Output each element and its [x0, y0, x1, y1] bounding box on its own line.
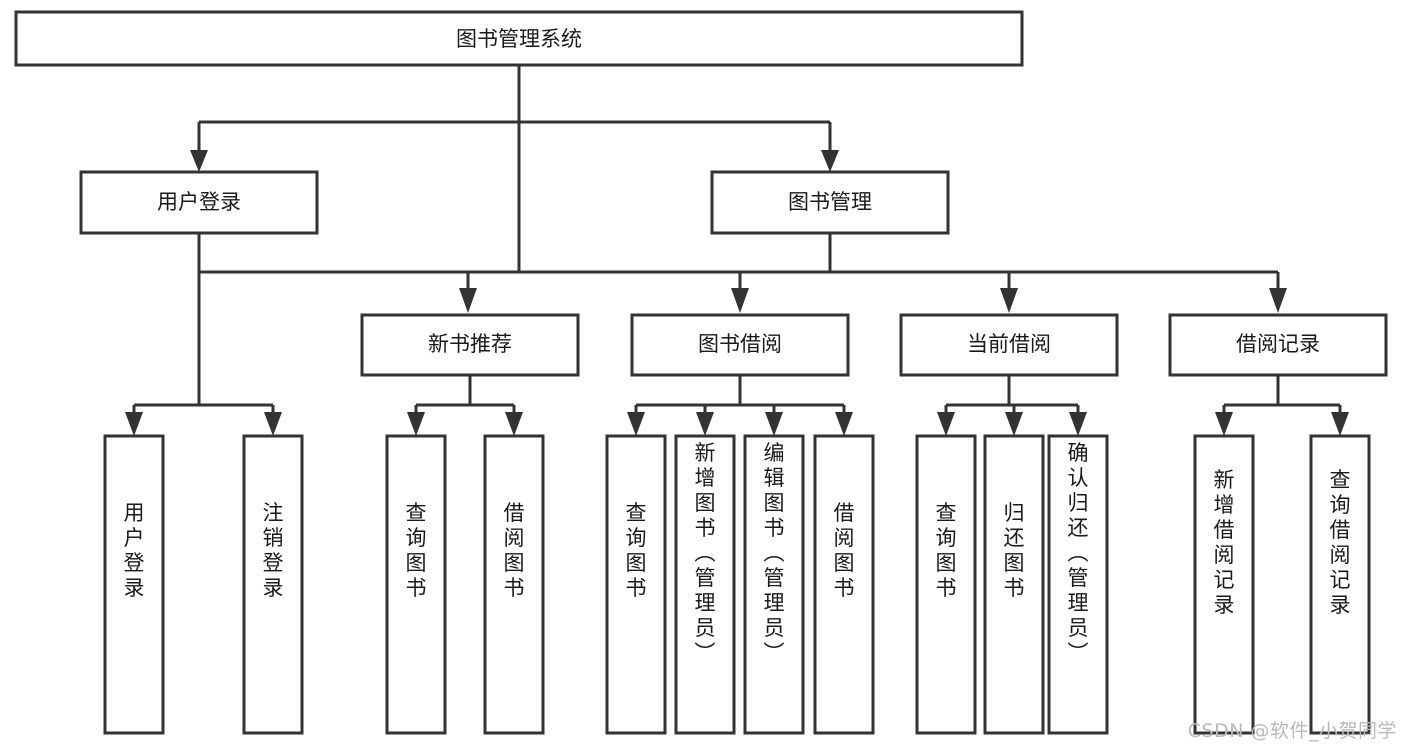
node-leaf-query-record-label: 查询借阅记录: [1330, 468, 1351, 617]
node-newbook[interactable]: 新书推荐: [360, 313, 580, 377]
node-leaf-borrow-book-1-box[interactable]: [483, 434, 545, 735]
arrowhead-leaf-add-book: [696, 412, 714, 436]
arrowhead-leaf-query-book-1: [407, 412, 425, 436]
node-newbook-box[interactable]: [360, 313, 580, 377]
node-root[interactable]: 图书管理系统: [14, 10, 1024, 67]
arrowhead-login: [190, 150, 208, 172]
node-borrow-box[interactable]: [630, 313, 850, 377]
arrowhead-leaf-add-record: [1215, 412, 1233, 436]
node-leaf-user-login-box[interactable]: [103, 434, 165, 735]
node-leaf-add-book[interactable]: 新增图书︵管理员︶: [674, 434, 736, 735]
arrowhead-current: [1000, 288, 1018, 313]
node-leaf-query-record[interactable]: 查询借阅记录: [1309, 434, 1371, 735]
node-leaf-add-record-box[interactable]: [1193, 434, 1255, 735]
node-bookmgmt[interactable]: 图书管理: [710, 170, 950, 235]
node-leaf-borrow-book-2-label: 借阅图书: [834, 501, 855, 600]
node-current-label: 当前借阅: [967, 332, 1051, 356]
connector-layer: [125, 65, 1349, 436]
node-newbook-label: 新书推荐: [428, 332, 512, 356]
arrowhead-leaf-confirm-return: [1069, 412, 1087, 436]
node-leaf-return-book-label: 归还图书: [1004, 501, 1025, 600]
arrowhead-leaf-borrow-book-1: [505, 412, 523, 436]
arrowhead-leaf-borrow-book-2: [835, 412, 853, 436]
arrowhead-newbook: [459, 288, 477, 313]
node-leaf-query-book-2-box[interactable]: [605, 434, 667, 735]
node-borrow[interactable]: 图书借阅: [630, 313, 850, 377]
node-leaf-query-book-1-label: 查询图书: [406, 501, 427, 600]
node-leaf-borrow-book-2-box[interactable]: [813, 434, 875, 735]
arrowhead-borrow: [731, 288, 749, 313]
node-leaf-borrow-book-1[interactable]: 借阅图书: [483, 434, 545, 735]
arrowhead-leaf-query-book-3: [937, 412, 955, 436]
node-leaf-query-book-1-box[interactable]: [385, 434, 447, 735]
arrowhead-records: [1269, 288, 1287, 313]
node-borrow-label: 图书借阅: [698, 332, 782, 356]
node-leaf-confirm-return-box[interactable]: [1047, 434, 1109, 735]
node-current-box[interactable]: [899, 313, 1119, 377]
node-leaf-query-record-box[interactable]: [1309, 434, 1371, 735]
node-leaf-borrow-book-1-label: 借阅图书: [504, 501, 525, 600]
node-leaf-query-book-3-label: 查询图书: [936, 501, 957, 600]
arrowhead-leaf-edit-book: [765, 412, 783, 436]
node-leaf-edit-book-box[interactable]: [743, 434, 805, 735]
node-leaf-return-book[interactable]: 归还图书: [983, 434, 1045, 735]
node-leaf-user-logout[interactable]: 注销登录: [242, 434, 304, 735]
node-leaf-query-book-2-label: 查询图书: [626, 501, 647, 600]
node-leaf-user-logout-label: 注销登录: [263, 501, 284, 600]
node-leaf-borrow-book-2[interactable]: 借阅图书: [813, 434, 875, 735]
node-leaf-query-book-1[interactable]: 查询图书: [385, 434, 447, 735]
node-leaf-query-book-3[interactable]: 查询图书: [915, 434, 977, 735]
node-root-box[interactable]: [14, 10, 1024, 67]
node-leaf-edit-book-label: 编辑图书︵管理员︶: [764, 441, 785, 665]
node-leaf-confirm-return-label: 确认归还︵管理员︶: [1068, 441, 1089, 665]
node-current[interactable]: 当前借阅: [899, 313, 1119, 377]
arrowhead-leaf-return-book: [1005, 412, 1023, 436]
node-login-label: 用户登录: [157, 190, 241, 214]
node-records[interactable]: 借阅记录: [1168, 313, 1388, 377]
node-leaf-user-logout-box[interactable]: [242, 434, 304, 735]
arrowhead-leaf-query-record: [1331, 412, 1349, 436]
node-leaf-add-record[interactable]: 新增借阅记录: [1193, 434, 1255, 735]
node-leaf-user-login-label: 用户登录: [124, 501, 145, 600]
node-login-box[interactable]: [79, 170, 319, 235]
arrowhead-leaf-query-book-2: [627, 412, 645, 436]
node-login[interactable]: 用户登录: [79, 170, 319, 235]
node-leaf-add-book-box[interactable]: [674, 434, 736, 735]
node-leaf-query-book-2[interactable]: 查询图书: [605, 434, 667, 735]
node-leaf-user-login[interactable]: 用户登录: [103, 434, 165, 735]
node-root-label: 图书管理系统: [456, 27, 582, 51]
arrowhead-bookmgmt: [821, 150, 839, 172]
node-leaf-confirm-return[interactable]: 确认归还︵管理员︶: [1047, 434, 1109, 735]
node-leaf-edit-book[interactable]: 编辑图书︵管理员︶: [743, 434, 805, 735]
arrowhead-leaf-user-login: [125, 412, 143, 436]
node-leaf-add-record-label: 新增借阅记录: [1214, 468, 1235, 617]
node-records-box[interactable]: [1168, 313, 1388, 377]
node-bookmgmt-label: 图书管理: [788, 190, 872, 214]
arrowhead-leaf-user-logout: [264, 412, 282, 436]
node-leaf-query-book-3-box[interactable]: [915, 434, 977, 735]
node-leaf-add-book-label: 新增图书︵管理员︶: [695, 441, 716, 665]
node-records-label: 借阅记录: [1236, 332, 1320, 356]
node-leaf-return-book-box[interactable]: [983, 434, 1045, 735]
node-bookmgmt-box[interactable]: [710, 170, 950, 235]
